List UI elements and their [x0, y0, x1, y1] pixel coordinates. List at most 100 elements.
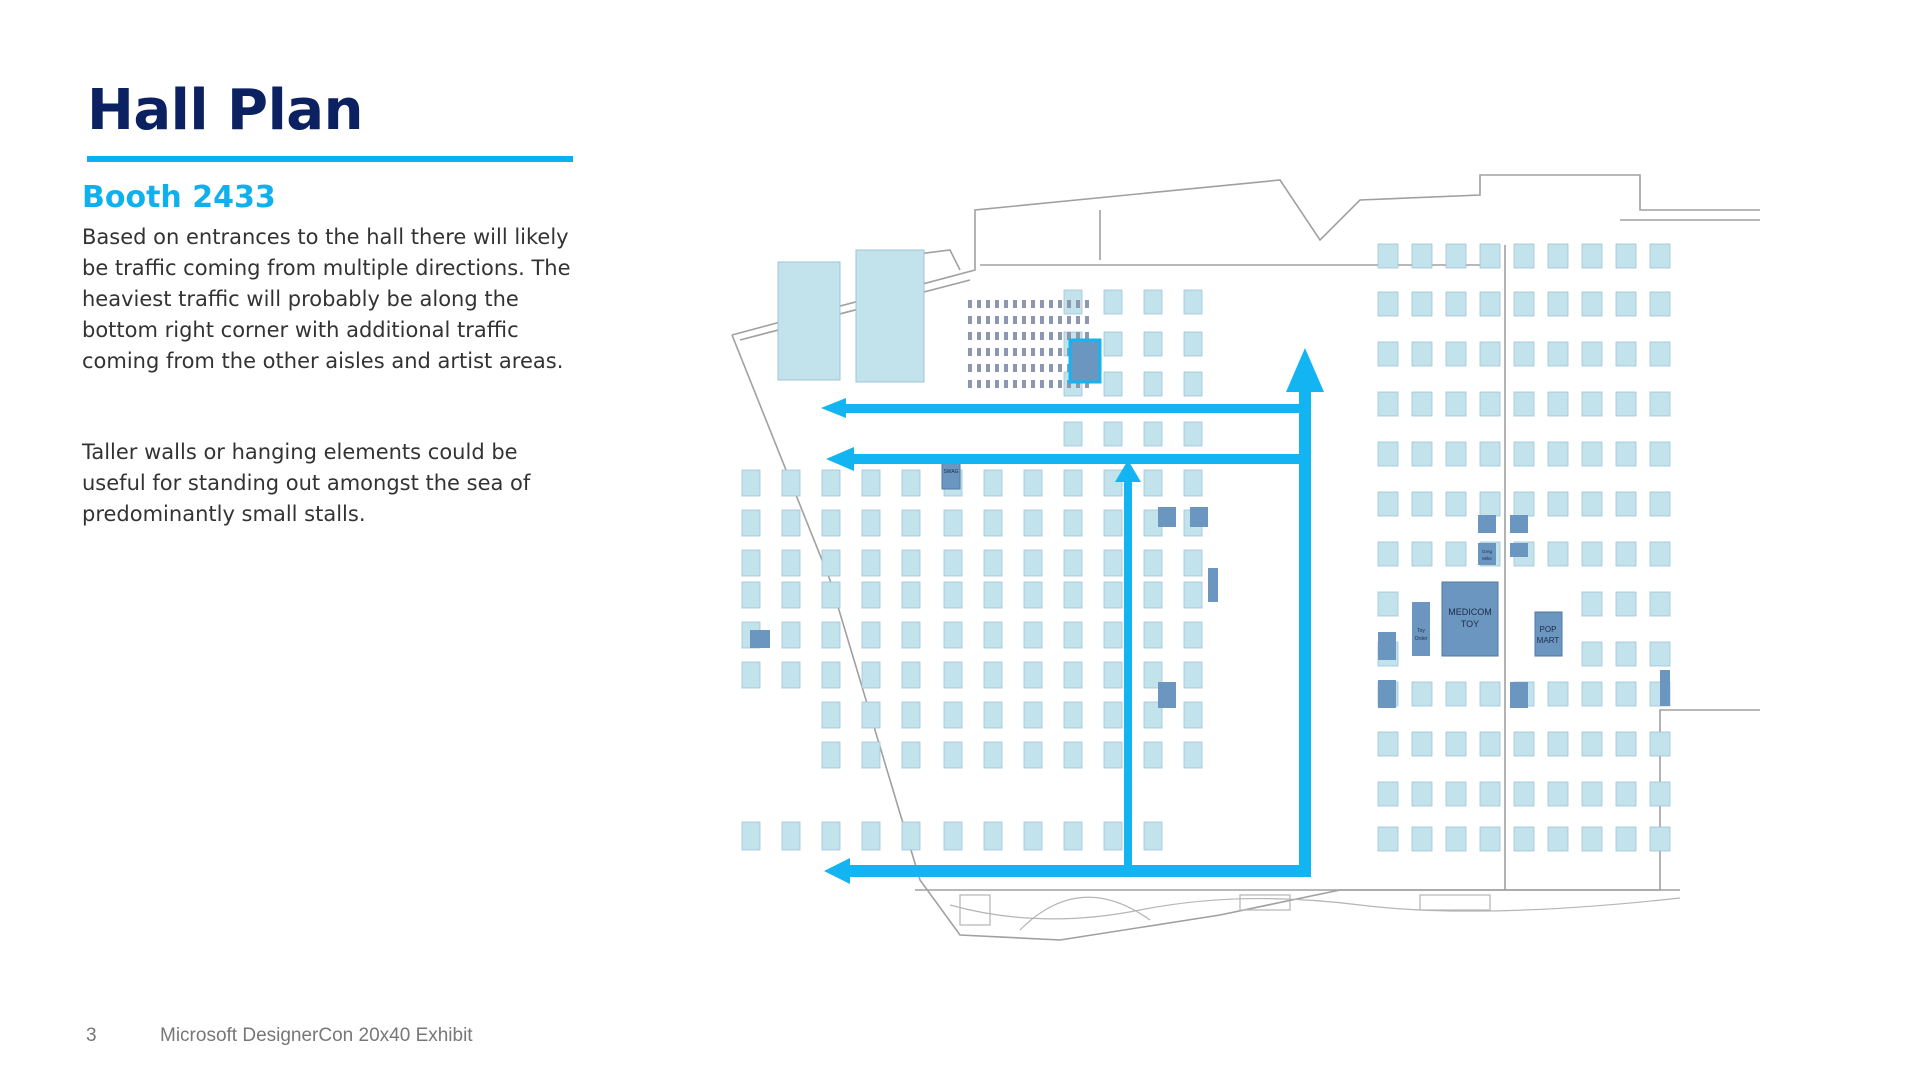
booth	[1063, 661, 1083, 689]
booth	[1581, 826, 1603, 852]
booth	[1411, 826, 1433, 852]
booth	[1063, 421, 1083, 447]
booth	[1581, 391, 1603, 417]
booth	[821, 581, 841, 609]
seat-mark	[986, 332, 990, 340]
booth	[1143, 421, 1163, 447]
booth	[1063, 469, 1083, 497]
booth	[741, 661, 761, 689]
booth-2433	[1068, 338, 1102, 384]
booth	[1183, 701, 1203, 729]
booth	[1581, 243, 1603, 269]
seat-mark	[1058, 380, 1062, 388]
booth	[1479, 681, 1501, 707]
booth-highlight-c	[1208, 568, 1218, 602]
seat-mark	[1013, 348, 1017, 356]
booth-toy-order	[1412, 602, 1430, 656]
booth	[1103, 701, 1123, 729]
seat-mark	[1058, 316, 1062, 324]
seat-mark	[986, 364, 990, 372]
booth	[1063, 821, 1083, 851]
seat-mark	[1085, 380, 1089, 388]
booth-highlight-i	[1510, 515, 1528, 533]
arrow-upper-horizontal	[846, 404, 1311, 413]
arrow-inner-vertical	[1124, 480, 1132, 877]
booth	[1547, 731, 1569, 757]
seat-mark	[1022, 316, 1026, 324]
booth	[1445, 681, 1467, 707]
arrow-upper-left-head	[821, 398, 846, 418]
booth	[1103, 289, 1123, 315]
booth	[1581, 731, 1603, 757]
booth	[1649, 591, 1671, 617]
seat-mark	[1049, 348, 1053, 356]
booth	[1183, 549, 1203, 577]
booth	[1143, 821, 1163, 851]
booth	[1103, 661, 1123, 689]
seat-mark	[1085, 316, 1089, 324]
title-underline	[87, 156, 573, 162]
booth	[1183, 469, 1203, 497]
seat-mark	[986, 348, 990, 356]
booth	[983, 821, 1003, 851]
booth	[1023, 661, 1043, 689]
booth	[821, 621, 841, 649]
booth	[1103, 621, 1123, 649]
booth	[1513, 731, 1535, 757]
seat-mark	[977, 364, 981, 372]
booth	[901, 821, 921, 851]
booth	[1023, 509, 1043, 537]
seat-mark	[1004, 348, 1008, 356]
booth	[1479, 243, 1501, 269]
description-paragraph-2: Taller walls or hanging elements could b…	[82, 440, 531, 526]
booth-highlight-h	[1478, 515, 1496, 533]
seat-mark	[1049, 316, 1053, 324]
booth	[781, 661, 801, 689]
seat-mark	[995, 364, 999, 372]
booth	[1615, 541, 1637, 567]
hall-floor-plan: SWAG MEDICOM TOY Toy Order POP MART Greg…	[731, 174, 1760, 941]
booth-greg-mike	[1478, 543, 1496, 565]
booth	[1649, 391, 1671, 417]
booth	[1615, 441, 1637, 467]
booth	[1581, 541, 1603, 567]
booth	[1143, 701, 1163, 729]
booth	[1023, 549, 1043, 577]
booth	[1615, 341, 1637, 367]
booth	[1023, 701, 1043, 729]
booth	[1513, 391, 1535, 417]
seat-mark	[1085, 300, 1089, 308]
booth	[901, 701, 921, 729]
booth-toy-order-label-2: Order	[1415, 636, 1428, 642]
booth-highlight-l	[1660, 670, 1670, 706]
booth	[901, 621, 921, 649]
booth	[1023, 621, 1043, 649]
booth	[1377, 491, 1399, 517]
arrow-inner-up-head	[1115, 460, 1141, 482]
booth	[1615, 641, 1637, 667]
booth	[1547, 441, 1569, 467]
seat-mark	[1031, 348, 1035, 356]
booth	[861, 821, 881, 851]
large-booth-left-2	[855, 249, 925, 383]
booth-highlight-f	[1378, 632, 1396, 660]
seat-mark	[968, 348, 972, 356]
booth	[901, 469, 921, 497]
seat-mark	[977, 380, 981, 388]
booth	[781, 469, 801, 497]
arrow-bottom-horizontal	[850, 865, 1311, 877]
seat-mark	[968, 332, 972, 340]
seat-mark	[1022, 300, 1026, 308]
booth	[861, 469, 881, 497]
booth	[1581, 341, 1603, 367]
booth	[1479, 731, 1501, 757]
booth	[1103, 821, 1123, 851]
booth	[861, 661, 881, 689]
booth-greg-mike-label-2: Mike	[1482, 556, 1492, 561]
seat-mark	[1067, 316, 1071, 324]
booth	[1479, 341, 1501, 367]
booth	[1411, 341, 1433, 367]
booth	[781, 549, 801, 577]
booth	[1411, 243, 1433, 269]
arrow-middle-left-head	[826, 447, 854, 471]
